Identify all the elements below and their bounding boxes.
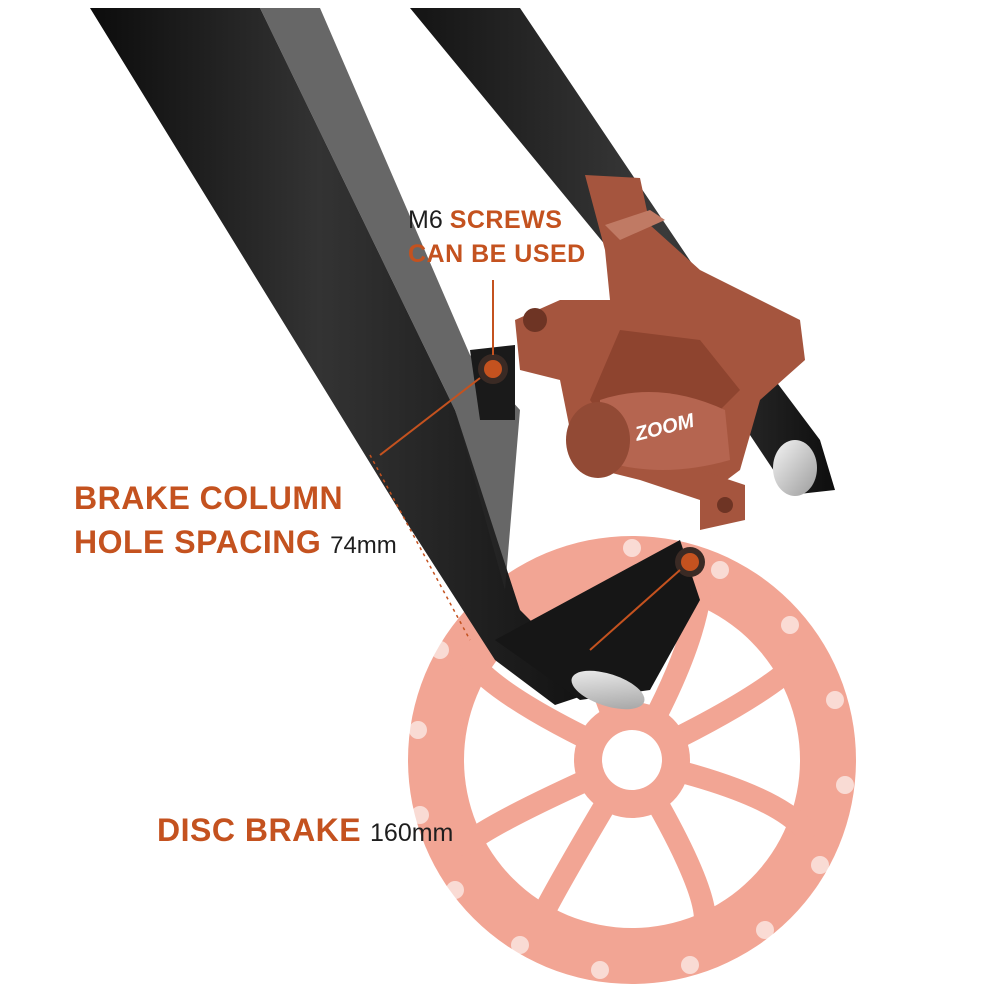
brake-caliper-icon: ZOOM (515, 175, 805, 530)
brake-column-line1: BRAKE COLUMN (74, 480, 344, 516)
brake-column-line2: HOLE SPACING (74, 524, 322, 560)
mount-screw-icon (478, 354, 705, 577)
m6-line1: SCREWS (449, 206, 563, 234)
m6-line2: CAN BE USED (408, 240, 586, 268)
annotation-lines (379, 280, 681, 651)
spacing-dimension-line (369, 454, 471, 641)
m6-screws-annotation: M6 SCREWS CAN BE USED (408, 203, 586, 271)
brake-column-value: 74mm (330, 532, 397, 559)
disc-brake-label: DISC BRAKE (157, 812, 362, 848)
m6-prefix: M6 (408, 206, 443, 234)
disc-brake-annotation: DISC BRAKE 160mm (157, 810, 453, 853)
brake-column-annotation: BRAKE COLUMN HOLE SPACING 74mm (74, 476, 397, 568)
disc-brake-value: 160mm (370, 819, 454, 847)
